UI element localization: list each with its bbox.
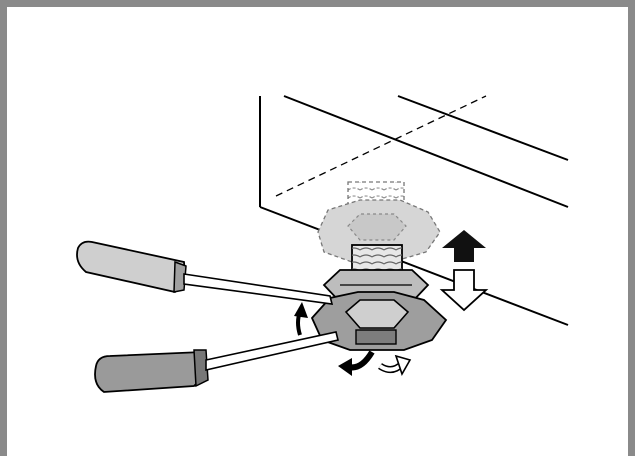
adjustable-foot (310, 291, 448, 351)
screwdriver-icon (94, 331, 339, 393)
arrow-rotate-counterclockwise-icon (338, 350, 375, 376)
arrow-rotate-up-icon (294, 302, 308, 336)
arrow-rotate-clockwise-icon (378, 354, 412, 376)
screwdriver-icon (76, 240, 334, 305)
arrow-up-filled-icon (442, 230, 486, 262)
machine-housing (259, 95, 569, 326)
arrow-down-outline-icon (439, 269, 489, 312)
foot-raised-position (317, 181, 441, 263)
